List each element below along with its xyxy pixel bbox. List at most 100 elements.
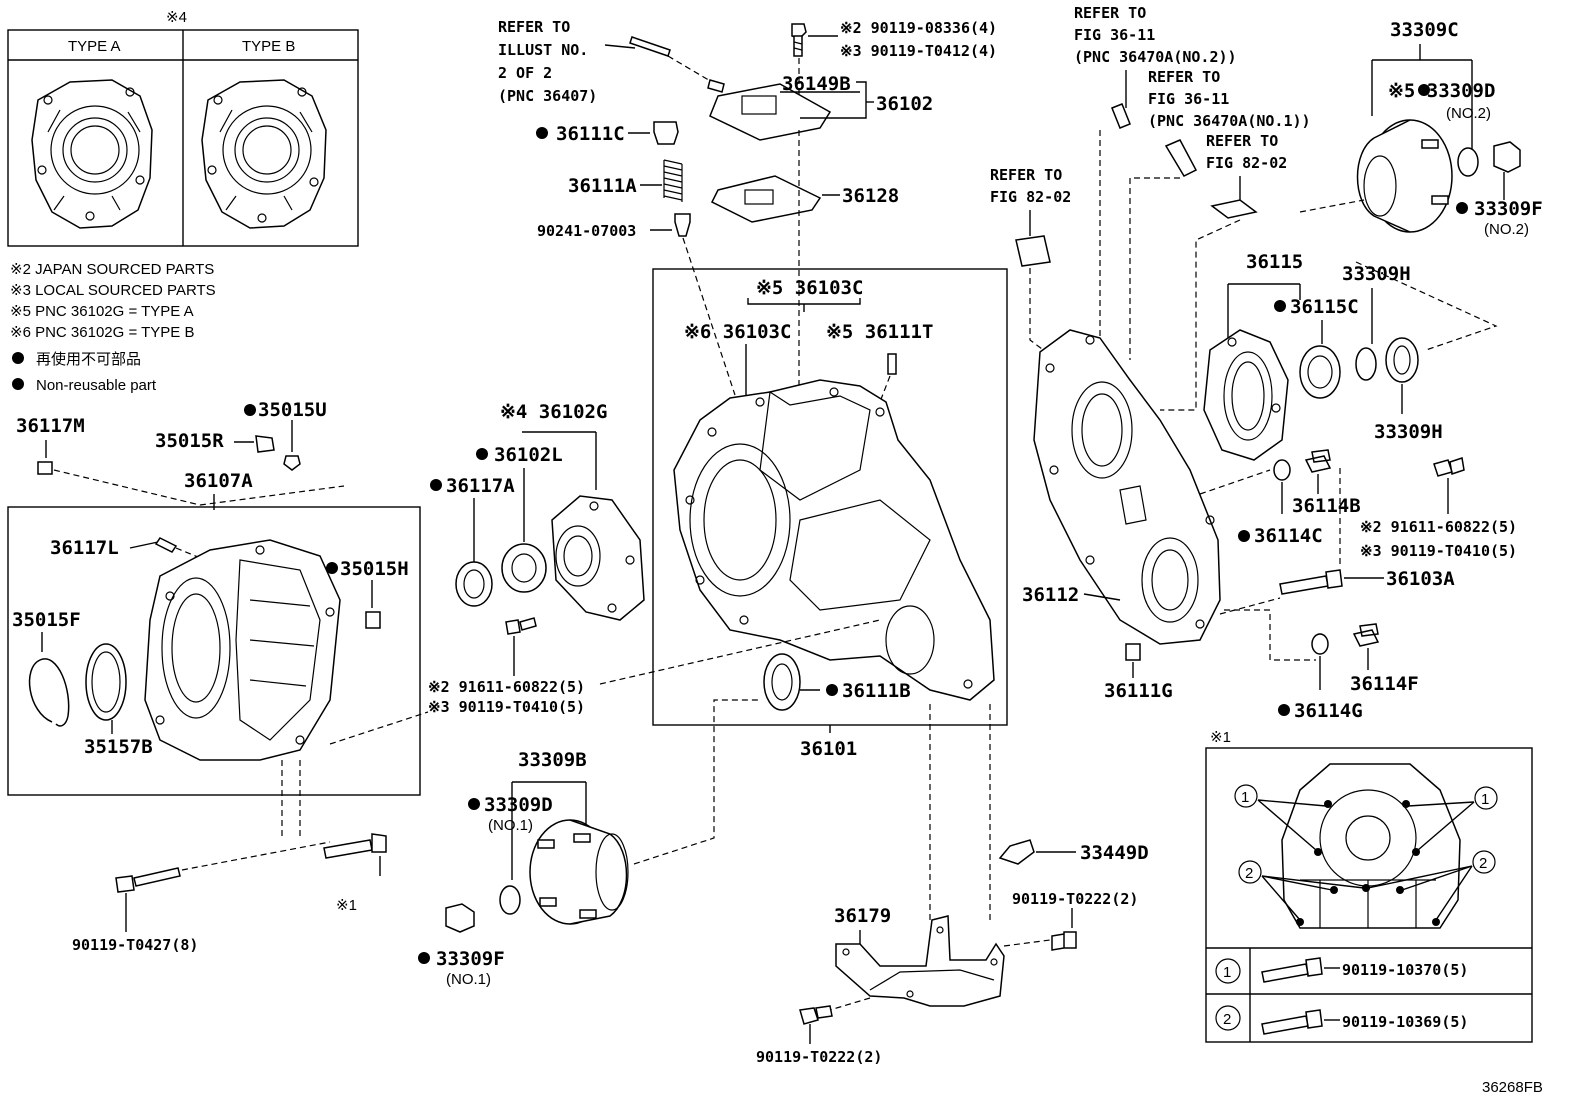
non-reusable-dot-icon (326, 562, 338, 574)
label-36103c-top: ※5 36103C (756, 277, 863, 299)
type-a-retainer-drawing (31, 79, 153, 229)
svg-text:ILLUST NO.: ILLUST NO. (498, 41, 588, 59)
inset-callouts: 1 1 2 2 (1234, 784, 1498, 921)
label-36179: 36179 (834, 905, 891, 927)
svg-text:FIG 36-11: FIG 36-11 (1074, 26, 1155, 44)
label-90119-t0222-b: 90119-T0222(2) (756, 1048, 882, 1066)
label-90119-10370: 90119-10370(5) (1342, 961, 1468, 979)
seal-35157b-drawing (85, 643, 127, 721)
label-91611-60822-r: ※2 91611-60822(5) (1360, 518, 1517, 536)
seal-36117a-drawing (455, 561, 493, 607)
nut-33309f-no2-drawing (1493, 141, 1521, 173)
seal-36111b-drawing (763, 653, 801, 711)
note-type-b: ※6 PNC 36102G = TYPE B (10, 324, 194, 341)
note-non-reusable-en: Non-reusable part (36, 377, 157, 394)
label-33309h-b: 33309H (1374, 421, 1443, 443)
svg-text:REFER TO: REFER TO (990, 166, 1062, 184)
transfer-case-36101-drawing (673, 379, 995, 701)
label-36117a: 36117A (446, 475, 515, 497)
non-reusable-dot-icon (418, 952, 430, 964)
label-36111g: 36111G (1104, 680, 1173, 702)
label-36112: 36112 (1022, 584, 1079, 606)
retainer-36102g-drawing (551, 495, 645, 621)
bolt-90119-t0427-drawing (115, 867, 181, 893)
label-33309h-a: 33309H (1342, 263, 1411, 285)
note-local-sourced: ※3 LOCAL SOURCED PARTS (10, 282, 216, 299)
flange-33309b-drawing (529, 819, 629, 925)
bolt-91611-l-drawing (505, 617, 537, 635)
non-reusable-dot-icon (1418, 84, 1430, 96)
svg-text:FIG 82-02: FIG 82-02 (1206, 154, 1287, 172)
bracket-fig8202-right-drawing (1210, 199, 1258, 219)
plug-36114b-drawing (1304, 449, 1332, 473)
label-36128: 36128 (842, 185, 899, 207)
label-36102: 36102 (876, 93, 933, 115)
svg-text:1: 1 (1241, 789, 1249, 806)
snap-ring-35015f-drawing (28, 658, 70, 727)
refer-fig8202-right: REFER TO FIG 82-02 (1206, 132, 1287, 172)
non-reusable-dot-icon (1456, 202, 1468, 214)
svg-text:(PNC 36470A(NO.1)): (PNC 36470A(NO.1)) (1148, 112, 1311, 130)
plug-35015r-drawing (255, 435, 275, 453)
label-90119-t0410-l: ※3 90119-T0410(5) (428, 698, 585, 716)
bracket-fig8202-left-drawing (1015, 235, 1051, 267)
svg-text:(PNC 36470A(NO.2)): (PNC 36470A(NO.2)) (1074, 48, 1237, 66)
label-90119-08336: ※2 90119-08336(4) (840, 19, 997, 37)
non-reusable-dot-icon (12, 378, 24, 390)
inset-row1-callout: 1 (1223, 964, 1231, 981)
type-b-retainer-drawing (201, 79, 327, 229)
inset-frame (1205, 747, 1533, 1043)
pin-90241-drawing (674, 213, 691, 237)
shift-rod-drawing (629, 36, 671, 57)
non-reusable-dot-icon (536, 127, 548, 139)
label-90119-t0427: 90119-T0427(8) (72, 936, 198, 954)
pin-36117m-drawing (37, 461, 53, 475)
note-japan-sourced: ※2 JAPAN SOURCED PARTS (10, 261, 214, 278)
label-36102g: ※4 36102G (500, 401, 607, 423)
non-reusable-dot-icon (1238, 530, 1250, 542)
bearing-36102l-drawing (501, 543, 547, 593)
inset-bolt-10369-drawing (1261, 1009, 1323, 1035)
label-36114b: 36114B (1292, 495, 1361, 517)
label-33309b: 33309B (518, 749, 587, 771)
retainer-36115-drawing (1203, 329, 1289, 461)
bracket-36179-drawing (835, 915, 1005, 1007)
label-36149b: 36149B (782, 73, 851, 95)
nut-33309f-no1-drawing (445, 903, 475, 933)
svg-text:2 OF 2: 2 OF 2 (498, 64, 552, 82)
note-non-reusable-jp: 再使用不可部品 (36, 351, 141, 368)
label-33309f-no1: 33309F (436, 948, 505, 970)
label-36117l: 36117L (50, 537, 119, 559)
spacer-33309h-drawing (1355, 347, 1377, 381)
bolt-36103a-drawing (1279, 569, 1343, 595)
clip-no1-drawing (1164, 139, 1198, 177)
seal-33309h-drawing (1385, 337, 1419, 383)
bolt-91611-r-drawing (1433, 457, 1465, 477)
label-36114f: 36114F (1350, 673, 1419, 695)
non-reusable-dot-icon (430, 479, 442, 491)
label-35157b: 35157B (84, 736, 153, 758)
label-33309f-no2: 33309F (1474, 198, 1543, 220)
spring-36111a-drawing (663, 159, 683, 202)
label-33309d-no2: ※5 33309D (1388, 80, 1495, 102)
type-b-heading: TYPE B (242, 38, 295, 55)
label-star1: ※1 (336, 897, 357, 914)
refer-illust-note: REFER TO ILLUST NO. 2 OF 2 (PNC 36407) (498, 18, 597, 105)
bolt-90119-t0222-a-drawing (1051, 931, 1077, 951)
refer-fig8202-left: REFER TO FIG 82-02 (990, 166, 1071, 206)
inset-title: ※1 (1210, 729, 1231, 746)
label-35015h: 35015H (340, 558, 409, 580)
plug-36114f-drawing (1352, 623, 1380, 647)
label-36101: 36101 (800, 738, 857, 760)
bracket-33449d-drawing (998, 839, 1035, 865)
label-36117m: 36117M (16, 415, 85, 437)
gasket-36114c-drawing (1273, 459, 1291, 481)
type-legend-box: ※4 TYPE A TYPE B (7, 9, 359, 247)
label-36111a: 36111A (568, 175, 637, 197)
bolt-star1-drawing (323, 833, 387, 859)
pin-35015h-drawing (365, 611, 381, 629)
label-36111c: 36111C (556, 123, 625, 145)
label-35015u: 35015U (258, 399, 327, 421)
non-reusable-dot-icon (468, 798, 480, 810)
svg-text:(PNC 36407): (PNC 36407) (498, 87, 597, 105)
